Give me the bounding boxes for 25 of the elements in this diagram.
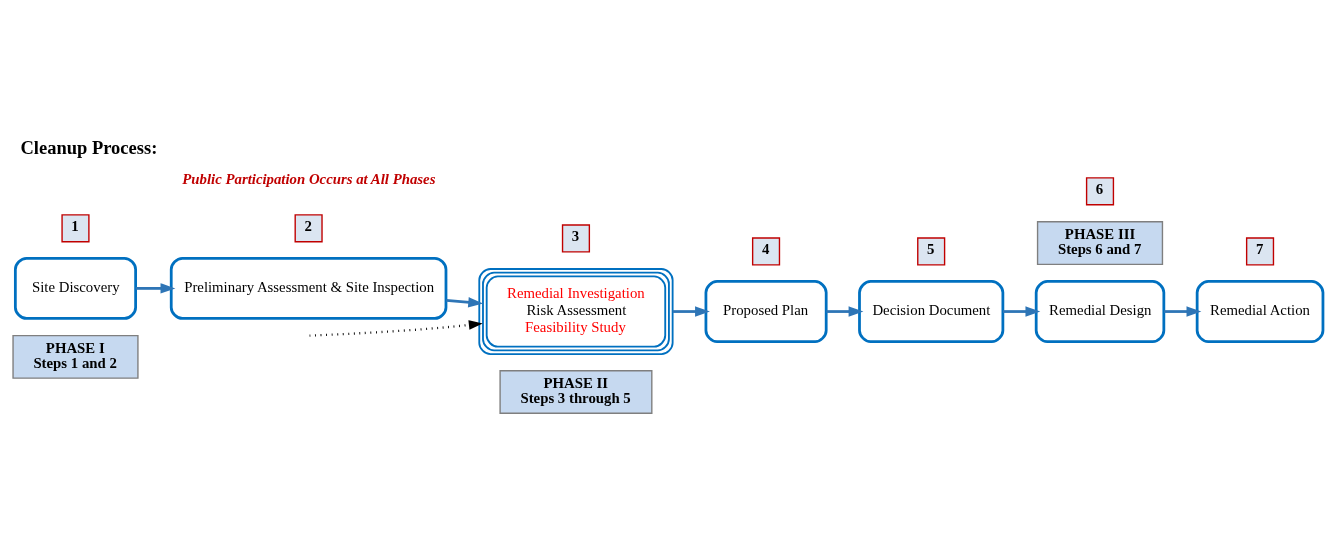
node-box: PHASE I Steps 1 and 2 xyxy=(12,334,139,379)
arrow xyxy=(135,282,176,294)
node-box: Proposed Plan xyxy=(704,279,828,343)
node-box: Remedial Action xyxy=(1195,279,1325,343)
arrow xyxy=(1163,305,1202,317)
node-box: Site Discovery xyxy=(13,256,137,320)
node-box: Preliminary Assessment & Site Inspection xyxy=(169,256,448,320)
node-box: 1 xyxy=(61,213,90,242)
node-box: Remedial Design xyxy=(1034,279,1166,343)
label: Public Participation Occurs at All Phases xyxy=(182,170,436,187)
node-box: PHASE II Steps 3 through 5 xyxy=(499,369,653,414)
node-box: Remedial Investigation Risk Assessment Feasibility Study xyxy=(478,267,674,355)
arrow xyxy=(672,305,710,317)
node-box: 3 xyxy=(561,223,591,253)
arrow xyxy=(826,305,864,317)
node-box: 6 xyxy=(1085,176,1115,205)
node-box: 2 xyxy=(294,213,323,242)
node-box: 5 xyxy=(917,236,946,265)
node-box: 7 xyxy=(1245,236,1275,265)
diagram-title: Cleanup Process: xyxy=(20,137,158,158)
arrow xyxy=(446,296,484,307)
arrow xyxy=(1002,305,1041,317)
node-box: 4 xyxy=(751,236,781,265)
node-box: Decision Document xyxy=(858,279,1005,343)
node-box: PHASE III Steps 6 and 7 xyxy=(1036,220,1164,265)
